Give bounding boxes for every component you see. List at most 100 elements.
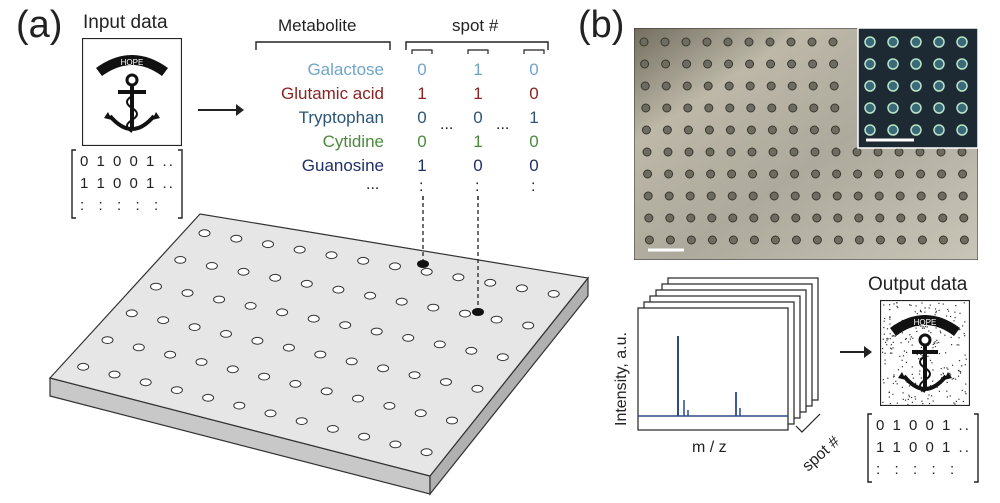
noise-dot [963,302,965,304]
photo-spot [767,125,777,135]
noise-dot [896,302,898,304]
y-axis-label: Intensity, a.u. [613,332,630,426]
photo-spot [728,213,738,223]
noise-dot [899,355,901,357]
photo-spot [685,169,695,179]
noise-dot [930,332,932,334]
noise-dot [964,364,966,366]
plate-spot [181,289,194,297]
photo-spot [916,191,926,201]
output-data-caption: Output data [868,274,968,295]
input-matrix-brackets [71,149,183,219]
plate-spot [230,234,243,243]
noise-dot [889,323,891,325]
noise-dot [907,403,909,406]
photo-spot [664,191,674,201]
noise-dot [884,363,886,365]
noise-dot [892,335,894,337]
photo-spot [833,213,843,223]
noise-dot [890,352,892,354]
noise-dot [961,389,963,391]
plate-spot [125,309,138,318]
noise-dot [924,326,927,328]
photo-spot [744,37,754,47]
plate-spot [220,330,232,338]
noise-dot [920,311,922,313]
plate-spot [320,387,333,396]
plate-spot [289,380,302,388]
noise-dot [956,344,958,346]
noise-dot [908,396,910,398]
noise-dot [892,341,894,343]
plate-spot [420,448,433,457]
inset-spot [956,124,968,136]
plate-spot [233,401,246,410]
noise-dot [902,392,904,394]
inset-spot [956,36,968,48]
photo-spot [957,147,967,157]
noise-dot [911,366,913,368]
noise-dot [905,338,907,340]
noise-dot [885,341,887,343]
noise-dot [932,380,934,382]
noise-dot [889,338,891,340]
noise-dot [912,377,914,379]
noise-dot [942,303,944,305]
input-matrix-row-2: 1 1 0 0 1 .. [80,175,175,192]
noise-dot [920,390,922,392]
plate-spot [490,315,503,324]
noise-dot [960,371,962,373]
photo-spot [896,213,906,223]
plate-spot [293,245,306,254]
panel-a-label: (a) [16,4,63,46]
bit-galactose-2: 1 [473,60,483,79]
noise-dot [902,398,904,400]
plate-spot [496,353,509,362]
noise-dot [888,391,890,394]
noise-dot [962,400,964,403]
noise-dot [936,339,938,341]
bit-glutamic-2: 1 [473,84,483,103]
noise-dot [934,346,937,348]
noise-dot [882,401,884,403]
vdots-col-2: : [475,178,480,195]
noise-dot [882,348,884,350]
panel-b-label: (b) [578,4,625,46]
noise-dot [901,366,903,368]
plate-spot [282,343,295,352]
photo-spot [874,169,884,179]
photo-spot [707,235,717,245]
noise-dot [962,325,964,327]
noise-dot [935,310,937,312]
noise-dot [965,383,967,385]
noise-dot [957,375,960,377]
photo-spot [749,213,759,223]
noise-dot [921,302,923,304]
photo-spot [723,37,733,47]
photo-spot [640,81,650,91]
noise-dot [903,350,905,352]
photo-spot [916,169,926,179]
noise-dot [912,337,914,339]
input-matrix-row-3: : : : : : [80,197,161,214]
noise-dot [890,344,892,346]
noise-dot [888,396,890,398]
photo-spot [747,147,757,157]
noise-dot [902,355,905,357]
photo-spot [789,147,799,157]
noise-dot [958,360,961,362]
plate-spot [150,282,162,291]
plate-spot [515,284,528,293]
photo-spot [770,235,780,245]
noise-dot [892,382,894,385]
plate-spot [77,362,90,371]
photo-spot [853,169,863,179]
noise-dot [953,377,955,379]
noise-dot [919,310,922,312]
photo-spot [788,103,798,113]
noise-dot [886,337,888,340]
input-matrix-row-1: 0 1 0 0 1 .. [80,153,175,170]
plate-spot [307,314,320,323]
plate-spot [547,290,560,298]
